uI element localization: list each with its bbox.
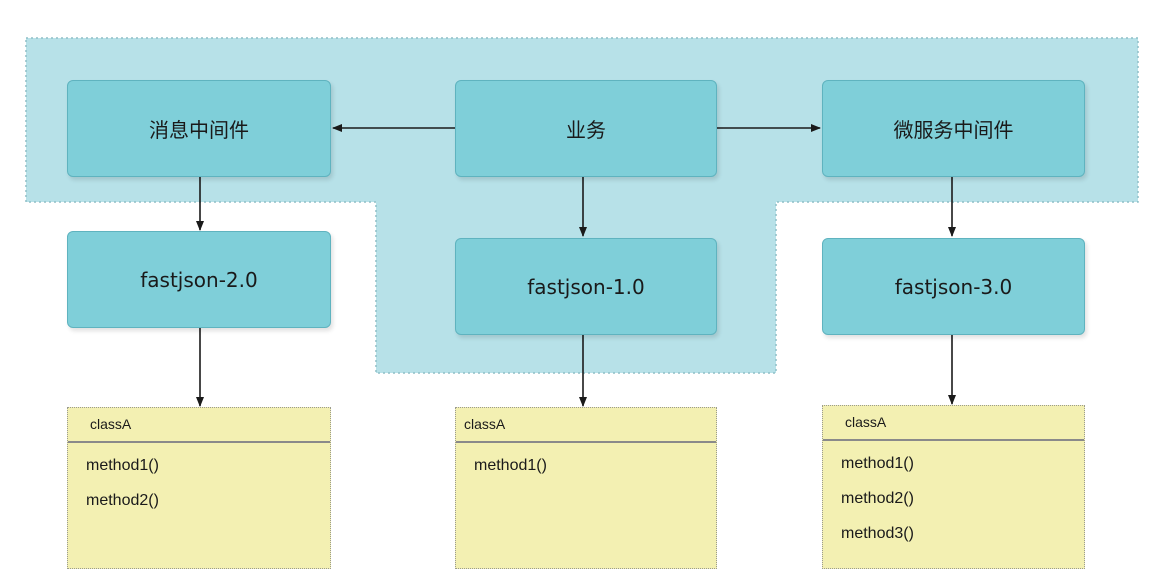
class-name: classA — [823, 406, 1084, 441]
method-item: method2() — [86, 492, 159, 509]
class-name: classA — [456, 408, 716, 443]
class-box-left[interactable]: classA method1() method2() — [67, 407, 331, 569]
class-box-middle[interactable]: classA method1() — [455, 407, 717, 569]
method-item: method2() — [841, 490, 914, 507]
method-item: method3() — [841, 525, 914, 542]
class-name: classA — [68, 408, 330, 443]
method-item: method1() — [474, 457, 547, 474]
method-item: method1() — [86, 457, 159, 474]
class-box-right[interactable]: classA method1() method2() method3() — [822, 405, 1085, 569]
method-list: method1() method2() method3() — [841, 454, 1074, 559]
node-microservice-middleware[interactable]: 微服务中间件 — [822, 80, 1085, 177]
node-fastjson-1[interactable]: fastjson-1.0 — [455, 238, 717, 335]
node-fastjson-2[interactable]: fastjson-2.0 — [67, 231, 331, 328]
method-list: method1() — [474, 456, 706, 491]
method-list: method1() method2() — [86, 456, 320, 526]
node-message-middleware[interactable]: 消息中间件 — [67, 80, 331, 177]
node-business[interactable]: 业务 — [455, 80, 717, 177]
node-fastjson-3[interactable]: fastjson-3.0 — [822, 238, 1085, 335]
method-item: method1() — [841, 455, 914, 472]
